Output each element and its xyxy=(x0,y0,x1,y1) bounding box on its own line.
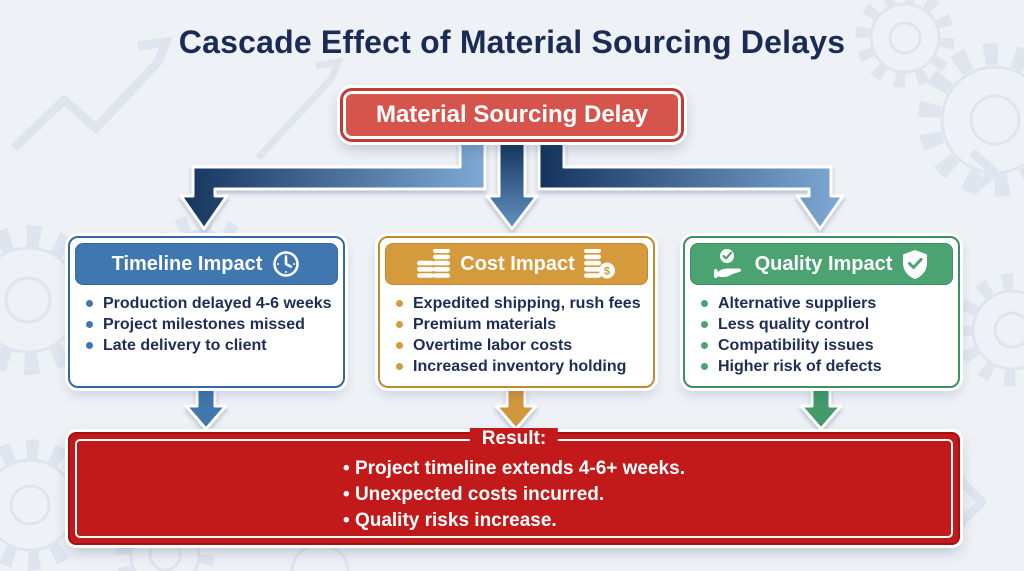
coins-icon xyxy=(417,249,451,278)
list-item: Unexpected costs incurred. xyxy=(343,482,685,508)
shield-check-icon xyxy=(903,249,928,279)
list-item: Expedited shipping, rush fees xyxy=(396,293,645,314)
arrow-cost-to-result xyxy=(494,386,538,431)
list-item: Late delivery to client xyxy=(86,335,335,356)
list-item: Quality risks increase. xyxy=(343,508,685,534)
arrow-timeline-to-result xyxy=(184,386,228,431)
arrow-quality-to-result xyxy=(799,386,843,431)
timeline-impact-header: Timeline Impact xyxy=(75,243,338,285)
list-item: Overtime labor costs xyxy=(396,335,645,356)
arrow-root-to-quality xyxy=(537,140,845,231)
list-item: Higher risk of defects xyxy=(701,356,950,377)
cost-impact-label: Cost Impact xyxy=(460,252,575,275)
root-node-label: Material Sourcing Delay xyxy=(346,94,678,136)
list-item: Project milestones missed xyxy=(86,314,335,335)
list-item: Premium materials xyxy=(396,314,645,335)
cost-impact-header: Cost Impact $ xyxy=(385,243,648,285)
list-item: Alternative suppliers xyxy=(701,293,950,314)
trend-arrow-icon xyxy=(10,36,344,161)
list-item: Production delayed 4-6 weeks xyxy=(86,293,335,314)
arrow-root-to-cost xyxy=(485,140,539,231)
page-title: Cascade Effect of Material Sourcing Dela… xyxy=(178,24,846,60)
cost-impact-box: Cost Impact $ Expedited shipping, rush f… xyxy=(378,236,655,388)
quality-impact-list: Alternative suppliers Less quality contr… xyxy=(701,293,950,377)
quality-impact-label: Quality Impact xyxy=(754,252,893,275)
result-box: Result: Project timeline extends 4-6+ we… xyxy=(68,428,960,545)
list-item: Project timeline extends 4-6+ weeks. xyxy=(343,456,685,482)
list-item: Increased inventory holding xyxy=(396,356,645,377)
chevron-icon xyxy=(954,148,999,530)
cost-impact-list: Expedited shipping, rush fees Premium ma… xyxy=(396,293,645,377)
root-node-material-sourcing-delay: Material Sourcing Delay xyxy=(340,88,684,142)
timeline-impact-label: Timeline Impact xyxy=(111,252,263,275)
quality-impact-header: Quality Impact xyxy=(690,243,953,285)
result-list: Project timeline extends 4-6+ weeks. Une… xyxy=(343,456,685,534)
timeline-impact-box: Timeline Impact Production delayed 4-6 w… xyxy=(68,236,345,388)
clock-icon xyxy=(273,251,300,277)
coins-dollar-icon: $ xyxy=(583,249,615,279)
list-item: Less quality control xyxy=(701,314,950,335)
list-item: Compatibility issues xyxy=(701,335,950,356)
arrow-root-to-timeline xyxy=(179,140,487,231)
result-inner-border: Result: Project timeline extends 4-6+ we… xyxy=(75,428,953,538)
hand-check-icon xyxy=(713,249,741,278)
quality-impact-box: Quality Impact Alternative suppliers Les… xyxy=(683,236,960,388)
result-title: Result: xyxy=(469,428,559,450)
svg-text:$: $ xyxy=(604,266,610,278)
timeline-impact-list: Production delayed 4-6 weeks Project mil… xyxy=(86,293,335,356)
